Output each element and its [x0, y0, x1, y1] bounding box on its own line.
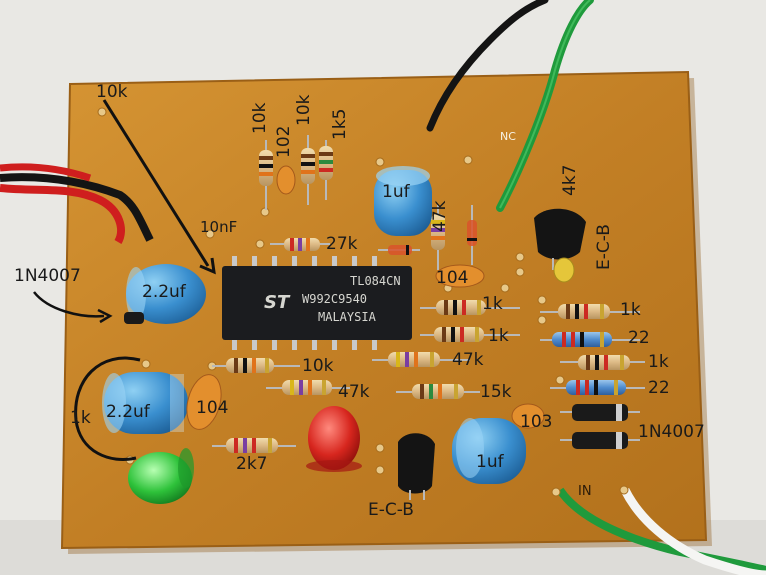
label-10k-mid: 10k	[302, 356, 334, 376]
capacitor-2-2uf-low	[102, 372, 188, 434]
led-green	[128, 448, 194, 504]
label-1n4007-left: 1N4007	[14, 266, 81, 286]
label-27k: 27k	[326, 234, 358, 254]
label-10nf: 10nF	[200, 218, 238, 236]
capacitor-102	[276, 165, 296, 195]
capacitor-yellow-small	[553, 257, 575, 283]
transistor-low	[398, 433, 435, 500]
label-47k-mid: 47k	[452, 350, 484, 370]
resistor-1k-b	[420, 327, 520, 342]
label-1k-b: 1k	[488, 326, 509, 346]
label-1uf-top: 1uf	[382, 182, 410, 202]
label-22-a: 22	[628, 328, 650, 348]
label-10k-top-a: 10k	[250, 102, 270, 134]
label-ecb-right: E-C-B	[594, 224, 614, 270]
label-10k-top-left: 10k	[96, 82, 128, 102]
resistor-1k-d	[560, 355, 645, 370]
silk-nc: NC	[500, 130, 516, 143]
chip-logo: ST	[264, 292, 290, 313]
led-red	[306, 406, 362, 472]
resistor-22-b	[550, 380, 645, 395]
diode-1n4007-right-b	[560, 432, 640, 449]
capacitor-2-2uf-top	[126, 264, 206, 324]
ic-chip-tl084cn: ST TL084CN W992C9540 MALAYSIA	[222, 266, 412, 340]
label-47k-top: 47k	[430, 200, 450, 232]
wire-red-black-left	[0, 163, 154, 245]
resistor-47k-mid	[372, 352, 470, 367]
label-22-b: 22	[648, 378, 670, 398]
wire-black-top	[426, 0, 549, 132]
label-15k: 15k	[480, 382, 512, 402]
resistor-47k-low	[266, 380, 350, 395]
capacitor-104-mid	[435, 264, 485, 288]
label-104-low: 104	[196, 398, 229, 418]
resistor-10k-top-b	[301, 135, 315, 205]
diode-glass-top	[378, 245, 420, 255]
label-10k-top-b: 10k	[294, 94, 314, 126]
label-1k-left: 1k	[70, 408, 91, 428]
label-ecb-low: E-C-B	[368, 500, 414, 520]
capacitor-104-low	[186, 374, 222, 430]
label-1uf-low: 1uf	[476, 452, 504, 472]
label-1k5: 1k5	[330, 108, 350, 140]
solder-pads	[97, 107, 629, 497]
resistor-15k	[396, 384, 480, 399]
label-4k7: 4k7	[560, 164, 580, 196]
label-1k-d: 1k	[648, 352, 669, 372]
resistor-10k-mid	[212, 358, 300, 373]
diode-1n4007-right-a	[560, 404, 640, 421]
chip-pins	[232, 256, 377, 350]
label-103: 103	[520, 412, 553, 432]
label-104-mid: 104	[436, 268, 469, 288]
label-2-2uf-top: 2.2uf	[142, 282, 186, 302]
resistor-10k-top-a	[259, 140, 273, 210]
silk-in: IN	[578, 484, 592, 499]
resistor-22-a	[540, 332, 640, 347]
capacitor-1uf-top	[374, 166, 432, 236]
label-1k-a: 1k	[482, 294, 503, 314]
resistor-1k-c	[540, 304, 640, 319]
chip-line1: TL084CN	[350, 274, 401, 288]
wire-green-white-bottom	[556, 487, 766, 575]
annotation-curve-1k	[74, 356, 141, 461]
label-102: 102	[274, 125, 294, 158]
label-47k-low: 47k	[338, 382, 370, 402]
chip-line3: MALAYSIA	[318, 310, 376, 324]
resistor-2k7	[212, 438, 296, 453]
diode-1n4007-left	[124, 312, 144, 324]
resistor-27k	[270, 238, 330, 251]
diode-glass-vertical	[467, 205, 477, 265]
label-1n4007-right: 1N4007	[638, 422, 705, 442]
label-2k7: 2k7	[236, 454, 268, 474]
capacitor-103	[511, 403, 545, 429]
resistor-47k-top	[431, 205, 445, 270]
resistor-1k-a	[420, 300, 520, 315]
label-2-2uf-low: 2.2uf	[106, 402, 150, 422]
capacitor-1uf-low	[452, 418, 526, 484]
resistor-1k5	[319, 140, 333, 200]
wire-green-top	[496, 0, 594, 212]
chip-line2: W992C9540	[302, 292, 368, 306]
label-1k-c: 1k	[620, 300, 641, 320]
annotation-arrow-1n4007	[33, 291, 113, 324]
annotation-arrow-10k	[102, 99, 216, 275]
